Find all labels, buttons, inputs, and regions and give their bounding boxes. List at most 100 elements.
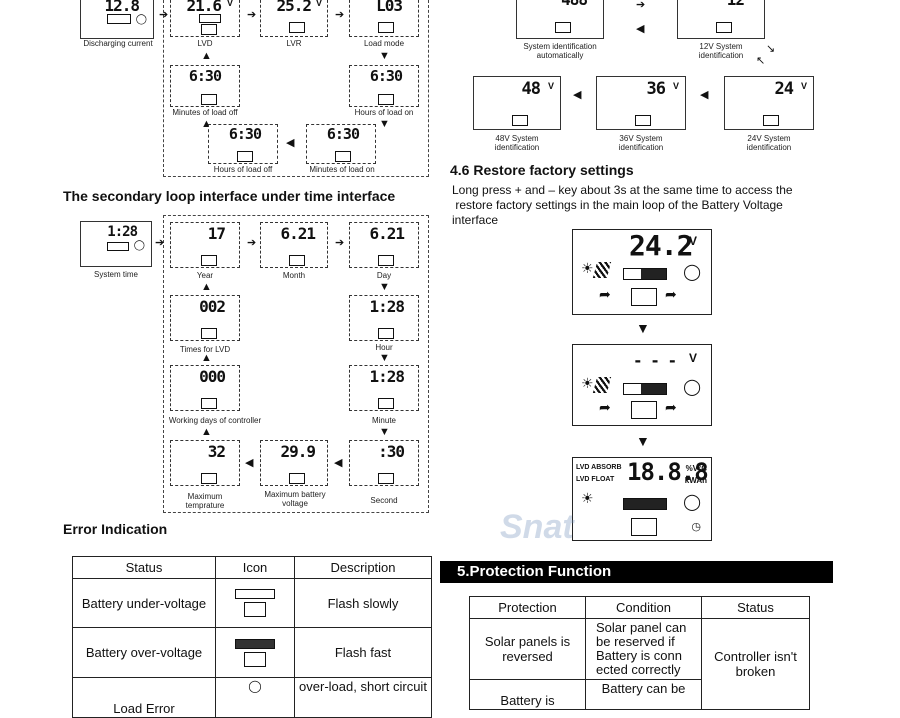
lcd-value: 000 (199, 367, 226, 386)
lcd-value: 36 (646, 79, 667, 99)
solar-panel-icon (592, 377, 612, 393)
arrow-left-icon: ◀ (573, 89, 582, 101)
icon-cell (215, 578, 295, 628)
restore-text-line: restore factory settings in the main loo… (452, 198, 783, 212)
caption-system-time: System time (93, 270, 138, 279)
caption-hour: Hour (375, 343, 393, 352)
column-header: Description (294, 556, 432, 579)
battery-face-icon (378, 94, 394, 105)
table-row: Battery under-voltage Flash slowly (72, 578, 432, 628)
arrow-left-icon: ◀ (636, 23, 645, 35)
sun-icon: ☀ (581, 375, 594, 391)
lcd-working-days: 000 (170, 365, 240, 411)
restore-lcd-1: 24.2 V ☀ ◯ ➦ ➦ (572, 229, 712, 315)
battery-face-icon (631, 518, 657, 536)
table-row: Load Error ◯ over-load, short circuit (72, 677, 432, 718)
arrow-right-icon: ➔ (247, 237, 257, 249)
arrow-left-icon: ◀ (245, 457, 254, 469)
status-cell: Battery over-voltage (72, 627, 216, 678)
secondary-heading: The secondary loop interface under time … (63, 188, 396, 204)
lcd-value: 1:28 (369, 297, 405, 316)
lcd-lvr: 25.2 V (260, 0, 328, 37)
lcd-24v-system: 24 V (724, 76, 814, 130)
caption-minute: Minute (371, 416, 396, 425)
arrow-down-icon: ▼ (379, 118, 390, 130)
sun-icon: ☀ (581, 490, 594, 506)
battery-face-icon (763, 115, 779, 126)
battery-face-icon (631, 401, 657, 419)
lcd-lvd: 21.6 V (170, 0, 240, 37)
lcd-unit: V (226, 0, 233, 8)
protection-table: Protection Condition Status Solar panels… (469, 596, 810, 710)
battery-face-icon (555, 22, 571, 33)
lcd-value: 21.6 (186, 0, 222, 15)
battery-face-icon (631, 288, 657, 306)
column-header: Status (72, 556, 216, 579)
battery-face-icon (378, 255, 394, 266)
battery-face-icon (335, 151, 351, 162)
caption-system-auto: System identification automatically (523, 42, 597, 60)
lcd-48v-system: 48 V (473, 76, 561, 130)
description-cell: over-load, short circuit (294, 677, 432, 718)
lcd-hours-load-on: 6:30 (349, 65, 419, 107)
column-header: Condition (585, 596, 702, 619)
lcd-month: 6.21 (260, 222, 328, 268)
restore-text-line: Long press + and – key about 3s at the s… (452, 183, 793, 197)
caption-second: Second (370, 496, 398, 505)
lcd-value: 6.21 (369, 224, 405, 243)
arrow-right-icon: ➔ (636, 0, 646, 11)
status-cell: Controller isn't broken (701, 618, 810, 710)
lcd-value: 6:30 (326, 125, 360, 143)
arrow-right-icon: ➔ (155, 237, 165, 249)
battery-face-icon (378, 473, 394, 484)
lcd-value: 48 (521, 79, 542, 99)
arrow-down-icon: ▼ (379, 426, 390, 438)
arrow-right-icon: ➔ (159, 9, 169, 21)
column-header: Status (701, 596, 810, 619)
table-row: Battery over-voltage Flash fast (72, 627, 432, 678)
battery-face-icon (378, 22, 394, 33)
arrow-down-icon: ▼ (379, 50, 390, 62)
lcd-system-auto: 488 (516, 0, 604, 39)
battery-icon (107, 14, 131, 24)
description-cell: Flash slowly (294, 578, 432, 628)
left-top-frame (163, 0, 429, 177)
lcd-unit: V (547, 81, 554, 91)
lcd-value: 12 (727, 0, 745, 8)
lcd-value: 488 (561, 0, 588, 8)
battery-face-icon (378, 398, 394, 409)
lcd-discharging-current: 12.8 ◯ (80, 0, 154, 39)
battery-face-icon (201, 398, 217, 409)
lcd-times-lvd: 002 (170, 295, 240, 341)
battery-face-icon (201, 473, 217, 484)
lcd-second: :30 (349, 440, 419, 486)
flow-arrow-icon: ➦ (599, 399, 611, 415)
lcd-value: 6:30 (188, 67, 222, 85)
lcd-value: 1:28 (107, 224, 138, 240)
error-heading: Error Indication (63, 521, 168, 537)
caption-48v-system: 48V System identification (494, 134, 540, 152)
battery-face-icon (378, 328, 394, 339)
lcd-value: 6.21 (280, 224, 316, 243)
protection-banner-label: 5.Protection Function (457, 563, 612, 580)
arrow-down-icon: ▼ (379, 352, 390, 364)
lcd-minute: 1:28 (349, 365, 419, 411)
lcd-value: 18.8.8 (627, 458, 709, 486)
lcd-value: 12.8 (104, 0, 140, 15)
caption-working-days: Working days of controller (168, 416, 262, 425)
restore-text: Long press + and – key about 3s at the s… (452, 183, 802, 228)
sun-icon: ☀ (581, 260, 594, 276)
restore-lcd-2: - - - V ☀ ◯ ➦ ➦ (572, 344, 712, 426)
arrow-diagonal-icon: ↖ (756, 55, 766, 67)
arrow-up-icon: ▲ (201, 118, 212, 130)
units-label: %V°C (685, 464, 707, 473)
battery-icon (107, 242, 129, 251)
battery-face-icon (716, 22, 732, 33)
arrow-down-icon: ▼ (636, 433, 650, 449)
lcd-value: 17 (207, 224, 226, 243)
battery-full-icon (235, 638, 275, 649)
arrow-down-icon: ▼ (636, 320, 650, 336)
column-header: Icon (215, 556, 295, 579)
restore-lcd-3: LVD ABSORB LVD FLOAT 18.8.8 %V°C kWAh ☀ … (572, 457, 712, 541)
battery-face-icon (635, 115, 651, 126)
